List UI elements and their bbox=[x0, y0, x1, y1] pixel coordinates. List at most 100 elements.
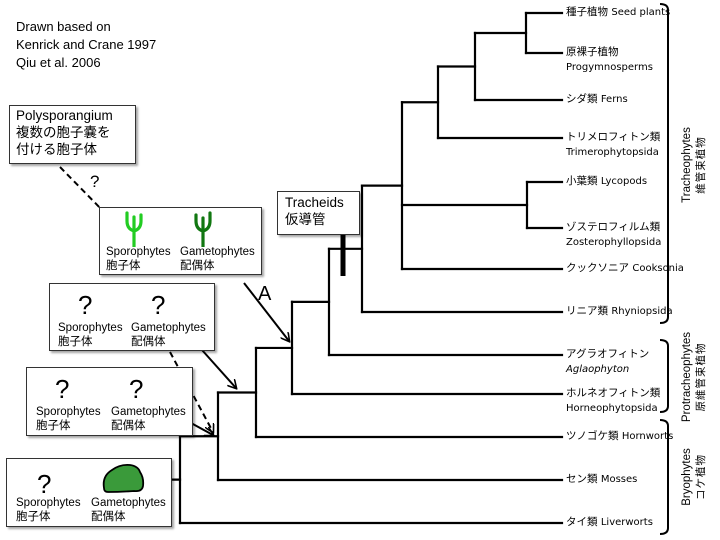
taxon-en: Mosses bbox=[600, 474, 638, 485]
taxon-en: Liverworts bbox=[600, 517, 653, 528]
taxon-jp: クックソニア bbox=[566, 262, 629, 274]
taxon-jp: トリメロフィトン類 bbox=[566, 131, 661, 143]
gametophyte-label: Gametophytes 配偶体 bbox=[91, 496, 166, 524]
polysporangium-question-mark: ? bbox=[90, 172, 100, 191]
sporophyte-label: Sporophytes 胞子体 bbox=[36, 405, 101, 433]
branched-sporophyte-icon bbox=[125, 211, 143, 247]
question-mark-icon: ? bbox=[55, 374, 70, 404]
question-mark-icon: ? bbox=[129, 374, 144, 404]
source-credit: Drawn based on Kenrick and Crane 1997 Qi… bbox=[16, 18, 156, 72]
tracheids-title: Tracheids bbox=[285, 195, 344, 210]
group-label-bryophytes: Bryophytes コケ植物 bbox=[680, 437, 710, 517]
taxon-label: クックソニア Cooksonia bbox=[566, 261, 684, 276]
arrow-to-protracheophyte-node bbox=[201, 349, 236, 388]
polysporangium-box: Polysporangium 複数の胞子嚢を 付ける胞子体 bbox=[9, 105, 136, 164]
taxon-label: リニア類 Rhyniopsida bbox=[566, 304, 673, 319]
life-cycle-box-tracheophyte-ancestor: Sporophytes 胞子体 Gametophytes 配偶体 bbox=[99, 207, 262, 275]
gametophyte-en: Gametophytes bbox=[131, 322, 206, 334]
taxon-label: トリメロフィトン類 Trimerophytopsida bbox=[566, 130, 660, 160]
taxon-en: Horneophytopsida bbox=[566, 403, 658, 414]
taxon-label: シダ類 Ferns bbox=[566, 92, 628, 107]
taxon-label: 小葉類 Lycopods bbox=[566, 174, 647, 189]
taxon-jp: タイ類 bbox=[566, 516, 598, 528]
gametophyte-en: Gametophytes bbox=[180, 246, 255, 258]
sporophyte-en: Sporophytes bbox=[106, 246, 171, 258]
credit-line: Kenrick and Crane 1997 bbox=[16, 37, 157, 52]
gametophyte-jp: 配偶体 bbox=[131, 336, 166, 348]
dashed-polysporangium-link bbox=[59, 166, 107, 215]
taxon-en: Aglaophyton bbox=[566, 364, 630, 375]
taxon-jp: ホルネオフィトン類 bbox=[566, 387, 661, 399]
polysporangium-jp-line1: 複数の胞子嚢を bbox=[16, 125, 111, 140]
polysporangium-title: Polysporangium bbox=[16, 108, 113, 123]
group-jp: コケ植物 bbox=[695, 454, 707, 500]
taxon-jp: リニア類 bbox=[566, 305, 608, 317]
group-jp: 維管束植物 bbox=[695, 136, 707, 194]
taxon-label: 種子植物 Seed plants bbox=[566, 5, 670, 20]
sporophyte-jp: 胞子体 bbox=[36, 420, 71, 432]
taxon-label: アグラオフィトン Aglaophyton bbox=[566, 347, 649, 377]
sporophyte-label: Sporophytes 胞子体 bbox=[16, 496, 81, 524]
group-label-protracheophytes: Protracheophytes 原維管束植物 bbox=[680, 312, 710, 442]
tracheids-box: Tracheids 仮導管 bbox=[277, 191, 360, 235]
life-cycle-box-moss-hornwort-ancestor: ? ? Sporophytes 胞子体 Gametophytes 配偶体 bbox=[26, 367, 193, 436]
credit-line: Drawn based on bbox=[16, 19, 111, 34]
taxon-label: セン類 Mosses bbox=[566, 472, 637, 487]
life-cycle-box-land-plant-ancestor: ? Sporophytes 胞子体 Gametophytes 配偶体 bbox=[6, 458, 172, 527]
sporophyte-label: Sporophytes 胞子体 bbox=[58, 321, 123, 349]
sporophyte-en: Sporophytes bbox=[36, 406, 101, 418]
sporophyte-label: Sporophytes 胞子体 bbox=[106, 245, 171, 273]
taxon-label: ツノゴケ類 Hornworts bbox=[566, 429, 673, 444]
branched-gametophyte-icon bbox=[194, 211, 212, 247]
sporophyte-en: Sporophytes bbox=[58, 322, 123, 334]
taxon-en: Hornworts bbox=[621, 431, 674, 442]
taxon-en: Seed plants bbox=[611, 7, 671, 18]
sporophyte-en: Sporophytes bbox=[16, 497, 81, 509]
bracket-tracheophytes bbox=[659, 3, 669, 324]
group-en: Tracheophytes bbox=[681, 127, 693, 203]
taxon-en: Rhyniopsida bbox=[611, 306, 673, 317]
taxon-en: Cooksonia bbox=[632, 263, 684, 274]
taxon-jp: ゾステロフィルム類 bbox=[566, 221, 661, 233]
sporophyte-jp: 胞子体 bbox=[106, 260, 141, 272]
gametophyte-jp: 配偶体 bbox=[91, 511, 126, 523]
gametophyte-en: Gametophytes bbox=[91, 497, 166, 509]
bracket-protracheophytes bbox=[659, 339, 669, 413]
taxon-en: Ferns bbox=[600, 94, 628, 105]
taxon-jp: 原裸子植物 bbox=[566, 46, 619, 58]
tracheids-jp: 仮導管 bbox=[285, 212, 326, 227]
group-jp: 原維管束植物 bbox=[695, 342, 707, 412]
group-label-tracheophytes: Tracheophytes 維管束植物 bbox=[680, 110, 710, 220]
taxon-en: Trimerophytopsida bbox=[566, 147, 659, 158]
question-mark-icon: ? bbox=[37, 469, 52, 499]
bracket-bryophytes bbox=[659, 419, 669, 535]
taxon-jp: シダ類 bbox=[566, 93, 598, 105]
polysporangium-jp-line2: 付ける胞子体 bbox=[16, 142, 97, 157]
taxon-label: ホルネオフィトン類 Horneophytopsida bbox=[566, 386, 660, 416]
taxon-jp: ツノゴケ類 bbox=[566, 430, 619, 442]
taxon-label: 原裸子植物 Progymnosperms bbox=[566, 45, 653, 75]
sporophyte-jp: 胞子体 bbox=[58, 336, 93, 348]
thalloid-gametophyte-icon bbox=[102, 463, 145, 493]
credit-line: Qiu et al. 2006 bbox=[16, 55, 101, 70]
gametophyte-jp: 配偶体 bbox=[111, 420, 146, 432]
gametophyte-en: Gametophytes bbox=[111, 406, 186, 418]
taxon-label: タイ類 Liverworts bbox=[566, 515, 653, 530]
gametophyte-jp: 配偶体 bbox=[180, 260, 215, 272]
taxon-jp: アグラオフィトン bbox=[566, 348, 650, 360]
question-mark-icon: ? bbox=[78, 290, 93, 320]
arrow-label-a: A bbox=[258, 283, 272, 305]
group-en: Bryophytes bbox=[681, 448, 693, 506]
taxon-label: ゾステロフィルム類 Zosterophyllopsida bbox=[566, 220, 661, 250]
taxon-jp: セン類 bbox=[566, 473, 598, 485]
taxon-jp: 種子植物 bbox=[566, 6, 608, 18]
gametophyte-label: Gametophytes 配偶体 bbox=[111, 405, 186, 433]
arrow-to-mosses-node bbox=[190, 422, 213, 435]
sporophyte-jp: 胞子体 bbox=[16, 511, 51, 523]
taxon-jp: 小葉類 bbox=[566, 175, 598, 187]
life-cycle-box-polysporangiophyte-ancestor: ? ? Sporophytes 胞子体 Gametophytes 配偶体 bbox=[49, 283, 215, 351]
taxon-en: Progymnosperms bbox=[566, 62, 653, 73]
taxon-en: Zosterophyllopsida bbox=[566, 237, 662, 248]
gametophyte-label: Gametophytes 配偶体 bbox=[180, 245, 255, 273]
